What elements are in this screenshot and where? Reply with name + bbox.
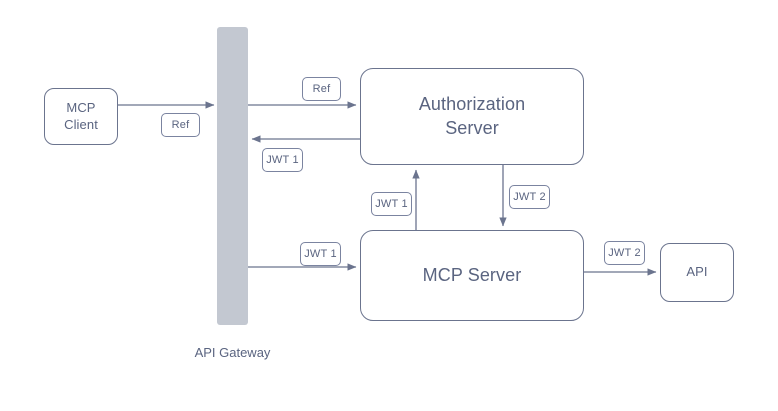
node-mcp-client-label-line1: MCP [66, 99, 96, 115]
node-authorization-server-label-line1: Authorization [418, 94, 526, 115]
edge-label-jwt2-auth-to-mcpserver: JWT 2 [509, 185, 550, 209]
node-api[interactable]: API [660, 243, 734, 302]
node-mcp-client-label: MCP Client [64, 100, 98, 133]
node-api-label: API [686, 264, 708, 280]
edge-label-ref-gateway-to-auth: Ref [302, 77, 341, 101]
edge-label-jwt2-mcpserver-to-api: JWT 2 [604, 241, 645, 265]
api-gateway-label: API Gateway [194, 345, 271, 360]
node-mcp-client-label-line2: Client [64, 116, 98, 132]
edge-label-jwt1-gateway-to-mcpserver: JWT 1 [300, 242, 341, 266]
edge-label-jwt1-auth-to-gateway: JWT 1 [262, 148, 303, 172]
node-mcp-server[interactable]: MCP Server [360, 230, 584, 321]
node-mcp-client[interactable]: MCP Client [44, 88, 118, 145]
edge-label-jwt1-mcpserver-to-auth: JWT 1 [371, 192, 412, 216]
edge-label-ref-client-to-gateway: Ref [161, 113, 200, 137]
node-authorization-server[interactable]: Authorization Server [360, 68, 584, 165]
node-authorization-server-label-line2: Server [445, 117, 499, 138]
node-authorization-server-label: Authorization Server [419, 93, 525, 139]
api-gateway-bar [217, 27, 248, 325]
node-mcp-server-label: MCP Server [422, 264, 522, 285]
